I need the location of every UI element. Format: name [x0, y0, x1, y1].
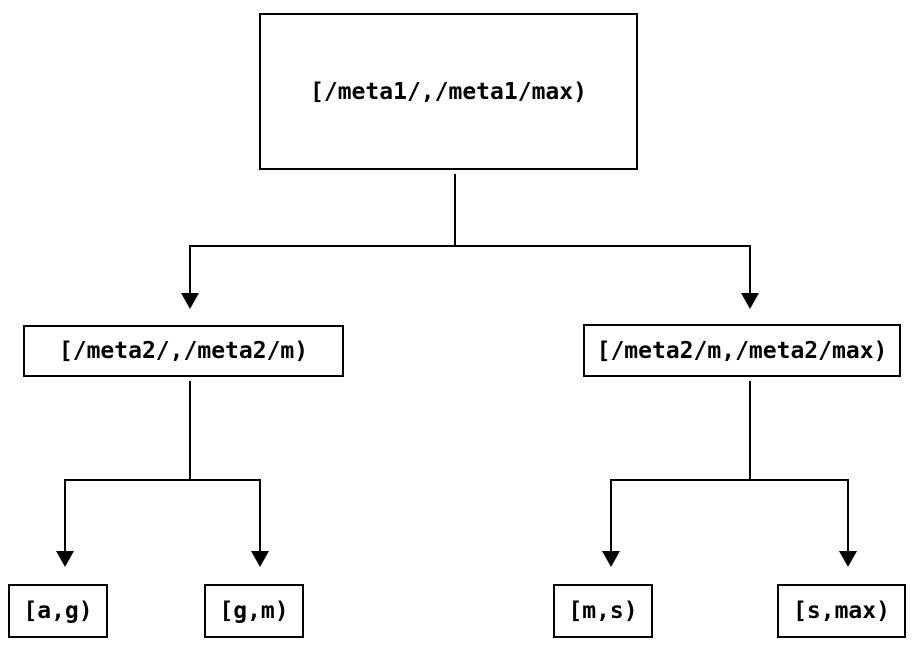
- arrowhead-down-icon: [839, 551, 857, 567]
- node-meta2-right: [/meta2/m,/meta2/max): [583, 324, 901, 377]
- node-leaf-m-s: [m,s): [553, 584, 653, 638]
- arrowhead-down-icon: [181, 293, 199, 309]
- node-leaf-a-g: [a,g): [8, 584, 108, 638]
- node-root: [/meta1/,/meta1/max): [259, 13, 638, 170]
- arrowhead-down-icon: [251, 551, 269, 567]
- arrowhead-down-icon: [56, 551, 74, 567]
- node-meta2-left: [/meta2/,/meta2/m): [23, 325, 344, 377]
- node-leaf-s-max: [s,max): [777, 584, 906, 638]
- arrowhead-down-icon: [602, 551, 620, 567]
- node-leaf-g-m: [g,m): [204, 584, 304, 638]
- arrowhead-down-icon: [741, 293, 759, 309]
